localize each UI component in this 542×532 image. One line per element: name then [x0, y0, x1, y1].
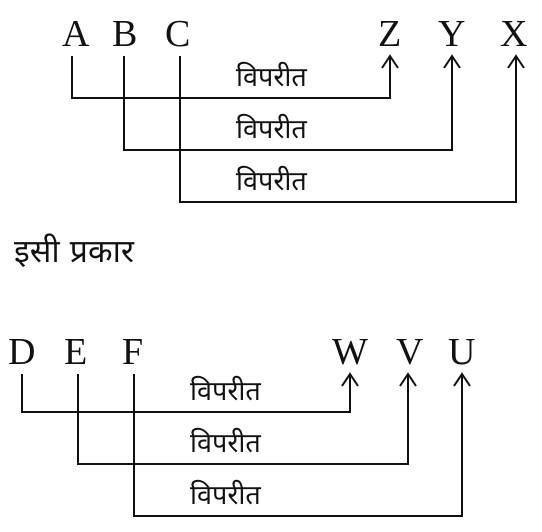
- connector-d-w: [21, 374, 351, 413]
- letter-e: E: [64, 331, 87, 373]
- relation-label-b-y: विपरीत: [236, 113, 307, 145]
- letter-u: U: [448, 331, 475, 373]
- letter-w: W: [332, 331, 368, 373]
- letter-b: B: [112, 13, 137, 55]
- letter-a: A: [62, 13, 90, 55]
- letter-x: X: [500, 13, 527, 55]
- group-1: A B C Z Y X विपरीत विपरीत विपरीत: [62, 13, 527, 203]
- connector-b-y: [123, 56, 453, 151]
- group-2: D E F W V U विपरीत विपरीत विपरीत: [8, 331, 475, 517]
- relation-label-e-v: विपरीत: [190, 427, 261, 459]
- letter-v: V: [396, 331, 424, 373]
- letter-d: D: [8, 331, 35, 373]
- connector-c-x: [179, 56, 517, 203]
- relation-label-a-z: विपरीत: [236, 61, 307, 93]
- letter-f: F: [122, 331, 143, 373]
- letter-c: C: [165, 13, 190, 55]
- letter-y: Y: [438, 13, 465, 55]
- arrow-up-icon: [443, 54, 461, 69]
- connector-a-z: [71, 56, 391, 99]
- letter-z: Z: [378, 13, 401, 55]
- arrow-up-icon: [507, 54, 525, 69]
- heading-similarly: इसी प्रकार: [14, 232, 135, 270]
- arrow-up-icon: [381, 54, 399, 69]
- connector-f-u: [133, 374, 463, 517]
- relation-label-c-x: विपरीत: [236, 165, 307, 197]
- relation-label-f-u: विपरीत: [190, 479, 261, 511]
- connector-e-v: [77, 374, 409, 465]
- arrow-up-icon: [399, 372, 417, 387]
- arrow-up-icon: [453, 372, 471, 387]
- arrow-up-icon: [341, 372, 359, 387]
- relation-label-d-w: विपरीत: [190, 375, 261, 407]
